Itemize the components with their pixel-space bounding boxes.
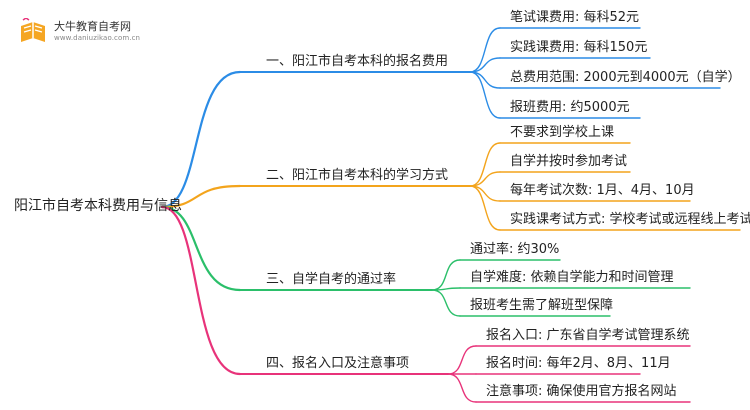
child-connector [469, 57, 501, 73]
child-connector [469, 142, 501, 187]
child-connector [447, 345, 477, 375]
child-connector [447, 373, 477, 403]
branch-connector [160, 205, 242, 292]
logo-title: 大牛教育自考网 [54, 20, 131, 33]
branch-connector [160, 70, 242, 209]
child-topic: 报班考生需了解班型保障 [470, 298, 614, 313]
child-connector [469, 27, 501, 73]
child-topic: 不要求到学校上课 [510, 125, 615, 140]
child-topic: 实践课考试方式: 学校考试或远程线上考试 [510, 212, 750, 227]
child-topic: 总费用范围: 2000元到4000元（自学） [510, 70, 741, 85]
branch-topic: 一、阳江市自考本科的报名费用 [266, 54, 449, 69]
root-topic: 阳江市自考本科费用与信息 [14, 198, 182, 214]
child-connector [469, 185, 501, 231]
child-connector [431, 289, 461, 317]
child-connector [469, 185, 501, 202]
child-connector [469, 71, 501, 89]
child-topic: 自学难度: 依赖自学能力和时间管理 [470, 270, 674, 285]
child-connector [469, 171, 501, 187]
child-topic: 注意事项: 确保使用官方报名网站 [486, 384, 677, 399]
child-topic: 通过率: 约30% [470, 242, 560, 257]
child-topic: 报班费用: 约5000元 [510, 100, 630, 115]
logo-url: www.daniuzikao.com.cn [54, 34, 141, 42]
child-topic: 报名时间: 每年2月、8月、11月 [486, 356, 671, 371]
child-connector [469, 71, 501, 119]
child-topic: 实践课费用: 每科150元 [510, 40, 648, 55]
branch-topic: 三、自学自考的通过率 [266, 272, 397, 287]
branch-connector [160, 205, 242, 376]
child-topic: 自学并按时参加考试 [510, 154, 628, 169]
book-logo-icon [21, 18, 45, 42]
child-topic: 每年考试次数: 1月、4月、10月 [510, 183, 695, 198]
branch-connector [160, 184, 242, 209]
child-connector [431, 259, 461, 291]
site-logo: 大牛教育自考网 www.daniuzikao.com.cn [18, 14, 168, 50]
child-topic: 报名入口: 广东省自学考试管理系统 [486, 328, 690, 343]
child-topic: 笔试课费用: 每科52元 [510, 10, 640, 25]
branch-topic: 二、阳江市自考本科的学习方式 [266, 168, 449, 183]
branch-topic: 四、报名入口及注意事项 [266, 356, 410, 371]
